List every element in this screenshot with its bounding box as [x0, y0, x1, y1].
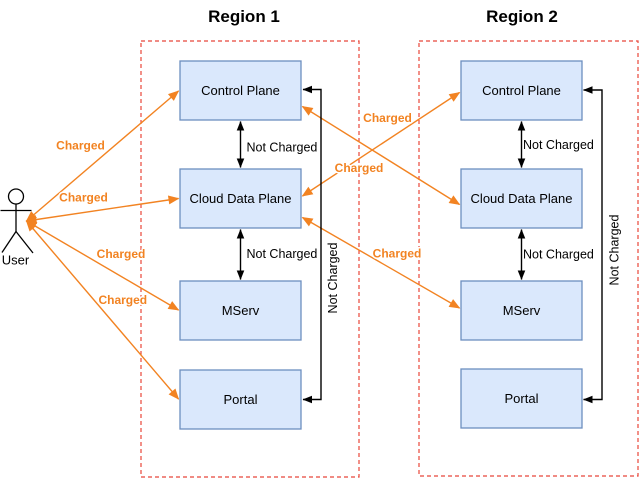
node-box [179, 369, 302, 430]
node-box [179, 60, 302, 121]
actor-leg-left [1, 231, 17, 253]
charged-label-r1cdp-r2cp: Charged [363, 111, 412, 125]
node-label: Control Plane [482, 83, 561, 98]
node-region2-portal: Portal [460, 368, 583, 429]
region2-boundary [418, 40, 639, 477]
node-label: Cloud Data Plane [471, 191, 573, 206]
node-region1-mserv: MServ [179, 280, 302, 341]
arrow-line [25, 220, 180, 400]
actor-leg-right [15, 231, 34, 254]
node-label: MServ [222, 303, 260, 318]
user-actor-icon [0, 188, 34, 254]
not-charged-label-r2-top: Not Charged [523, 138, 594, 152]
not-charged-label-r1-top: Not Charged [247, 141, 318, 155]
arrow-line [25, 195, 180, 224]
node-region1-control-plane: Control Plane [179, 60, 302, 121]
node-box [460, 368, 583, 429]
not-charged-label-r1-bottom: Not Charged [247, 247, 318, 261]
actor-head [7, 188, 25, 205]
edge-r1cdp-r2cp [301, 91, 461, 197]
arrow-line [301, 216, 461, 309]
edge-user-r1-cloud-data-plane [25, 195, 180, 224]
node-label: Control Plane [201, 83, 280, 98]
edge-user-r1-portal [25, 220, 180, 400]
not-charged-label-r2-bottom: Not Charged [523, 248, 594, 262]
charged-label-user-cp: Charged [56, 139, 105, 153]
node-region2-control-plane: Control Plane [460, 60, 583, 121]
node-label: MServ [503, 303, 541, 318]
node-box [179, 168, 302, 229]
not-charged-label-r1-loop: Not Charged [326, 243, 340, 314]
region2-title: Region 2 [486, 7, 558, 26]
region1-title: Region 1 [208, 7, 280, 26]
user-actor-label: User [2, 253, 30, 268]
arrow-line [301, 91, 461, 197]
charged-label-r1cp-r2cdp: Charged [335, 161, 384, 175]
node-label: Cloud Data Plane [190, 191, 292, 206]
node-box [460, 280, 583, 341]
node-box [179, 280, 302, 341]
node-region1-portal: Portal [179, 369, 302, 430]
node-region1-cloud-data-plane: Cloud Data Plane [179, 168, 302, 229]
node-box [460, 60, 583, 121]
node-label: Portal [505, 391, 539, 406]
node-box [460, 168, 583, 229]
node-label: Portal [224, 392, 258, 407]
edge-r1cdp-r2mserv [301, 216, 461, 309]
charged-label-user-portal: Charged [98, 293, 147, 307]
charged-label-user-mserv: Charged [97, 247, 146, 261]
edge-r2-cp-portal-loop [583, 86, 603, 404]
edge-r1-cp-portal-loop [302, 85, 322, 404]
charged-label-r1cdp-r2mserv: Charged [373, 247, 422, 261]
node-region2-cloud-data-plane: Cloud Data Plane [460, 168, 583, 229]
charged-label-user-cdp: Charged [59, 191, 108, 205]
node-region2-mserv: MServ [460, 280, 583, 341]
not-charged-label-r2-loop: Not Charged [608, 215, 622, 286]
